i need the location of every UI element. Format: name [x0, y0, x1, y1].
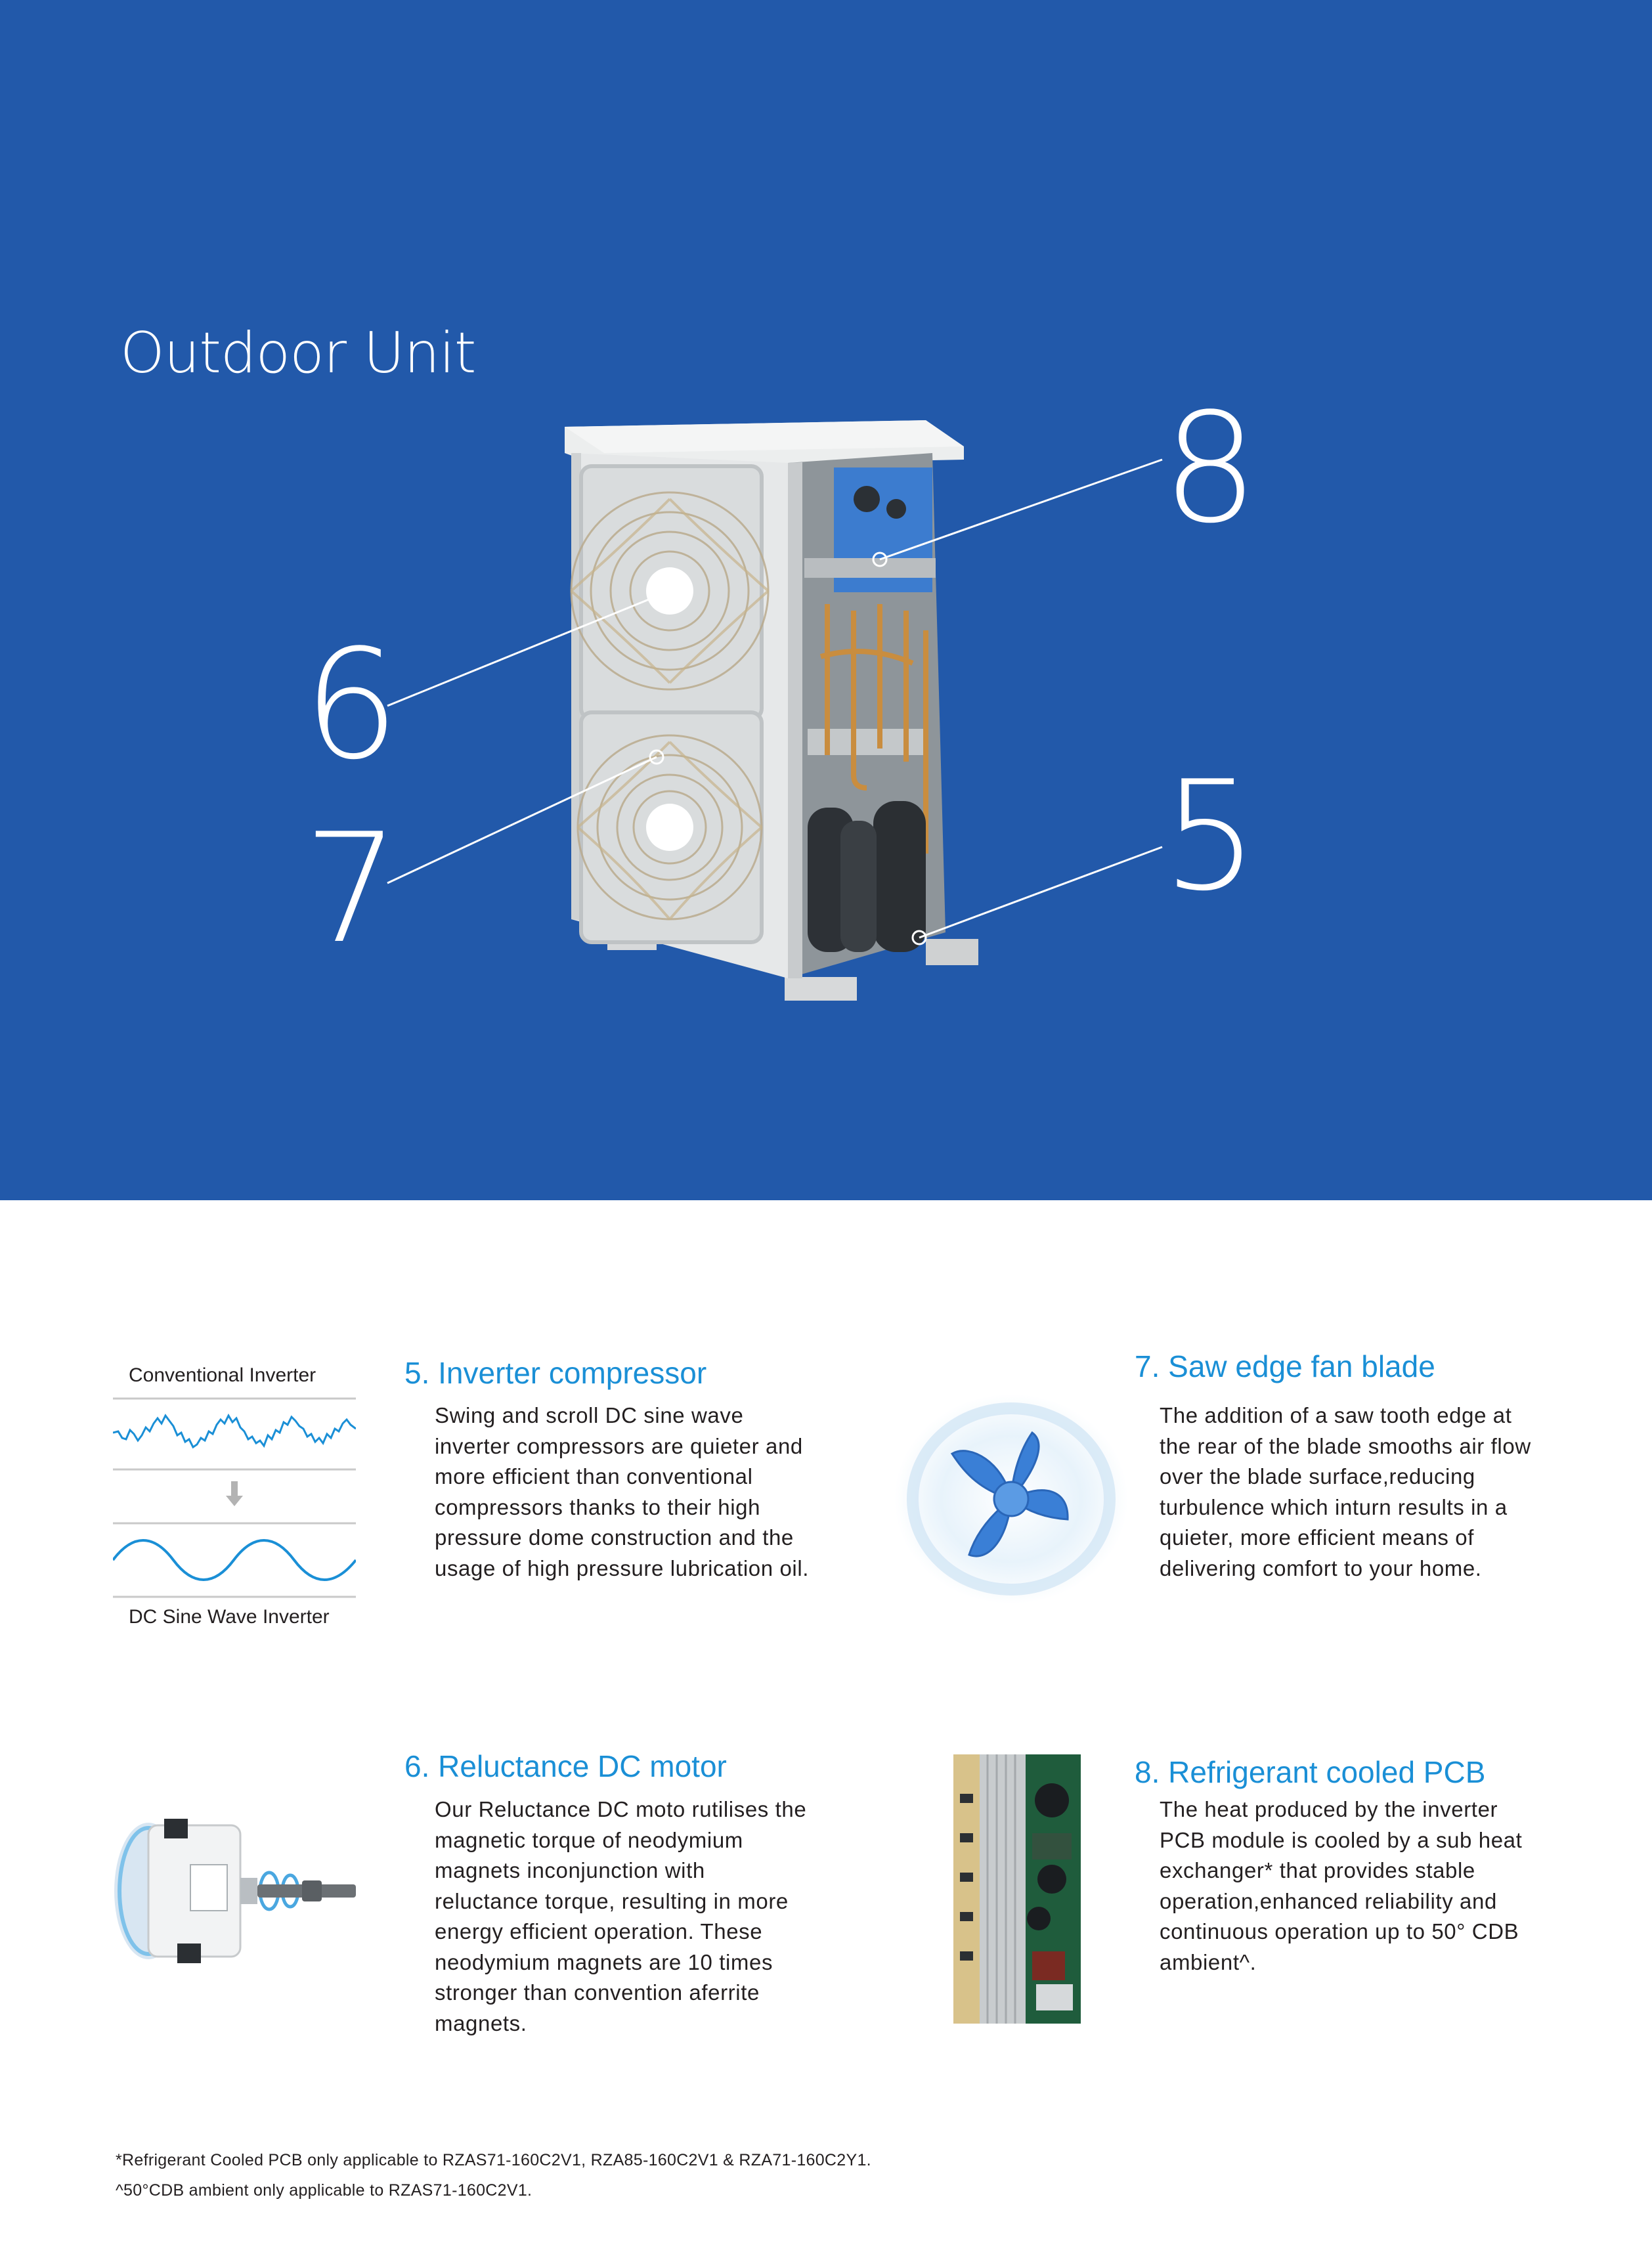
motor-line: neodymium magnets are 10 times: [435, 1949, 773, 1974]
fan-blade-line: the rear of the blade smooths air flow: [1160, 1433, 1531, 1458]
compressor-line: usage of high pressure lubrication oil.: [435, 1555, 810, 1580]
hero-banner: Outdoor Unit: [0, 0, 1652, 1200]
callout-8: 8: [1162, 381, 1259, 557]
compressor-line: pressure dome construction and the: [435, 1525, 794, 1550]
compressor-line: compressors thanks to their high: [435, 1494, 761, 1519]
conventional-inverter-label: Conventional Inverter: [129, 1364, 316, 1386]
motor-line: magnets.: [435, 2010, 527, 2035]
fan-blade-line: delivering comfort to your home.: [1160, 1555, 1482, 1580]
compressor-line: more efficient than conventional: [435, 1464, 753, 1488]
pcb-body: The heat produced by the inverter PCB mo…: [1160, 1794, 1522, 1978]
fan-blade-line: quieter, more efficient means of: [1160, 1525, 1475, 1550]
pcb-image: [953, 1754, 1081, 2024]
pcb-title: 8. Refrigerant cooled PCB: [1135, 1755, 1486, 1789]
callout-7: 7: [303, 802, 400, 977]
arrow-down-icon: [226, 1481, 243, 1506]
dc-sine-wave-inverter-label: DC Sine Wave Inverter: [129, 1606, 330, 1628]
motor-line: magnets inconjunction with: [435, 1858, 705, 1882]
page-title: Outdoor Unit: [120, 320, 476, 386]
fan-blade-title: 7. Saw edge fan blade: [1135, 1349, 1435, 1383]
motor-line: Our Reluctance DC moto rutilises the: [435, 1797, 807, 1821]
footnote-ambient: ^50°CDB ambient only applicable to RZAS7…: [116, 2181, 533, 2200]
pcb-line: PCB module is cooled by a sub heat: [1160, 1827, 1523, 1852]
fan-blade-body: The addition of a saw tooth edge at the …: [1160, 1400, 1531, 1584]
motor-line: magnetic torque of neodymium: [435, 1827, 743, 1852]
footnote-pcb: *Refrigerant Cooled PCB only applicable …: [116, 2151, 871, 2169]
fan-blade-line: turbulence which inturn results in a: [1160, 1494, 1508, 1519]
motor-body: Our Reluctance DC moto rutilises the mag…: [435, 1794, 806, 2039]
pcb-line: exchanger* that provides stable: [1160, 1858, 1475, 1882]
fan-blade-line: over the blade surface,reducing: [1160, 1464, 1475, 1488]
inverter-wave-diagram: [113, 1397, 356, 1598]
pcb-line: The heat produced by the inverter: [1160, 1797, 1498, 1821]
compressor-title: 5. Inverter compressor: [404, 1356, 707, 1390]
callout-5: 5: [1162, 749, 1259, 924]
motor-title: 6. Reluctance DC motor: [404, 1749, 727, 1783]
motor-line: energy efficient operation. These: [435, 1919, 763, 1943]
fan-blade-line: The addition of a saw tooth edge at: [1160, 1403, 1512, 1427]
motor-line: reluctance torque, resulting in more: [435, 1888, 789, 1913]
dc-motor-image: [114, 1819, 356, 1963]
outdoor-unit-illustration: [387, 420, 1163, 1001]
callout-6: 6: [303, 618, 400, 793]
motor-line: stronger than convention aferrite: [435, 1980, 760, 2005]
compressor-body: Swing and scroll DC sine wave inverter c…: [435, 1400, 809, 1584]
compressor-line: Swing and scroll DC sine wave: [435, 1403, 744, 1427]
pcb-line: continuous operation up to 50° CDB: [1160, 1919, 1519, 1943]
compressor-line: inverter compressors are quieter and: [435, 1433, 803, 1458]
pcb-line: operation,enhanced reliability and: [1160, 1888, 1497, 1913]
pcb-line: ambient^.: [1160, 1949, 1257, 1974]
fan-blade-image: [894, 1394, 1128, 1604]
